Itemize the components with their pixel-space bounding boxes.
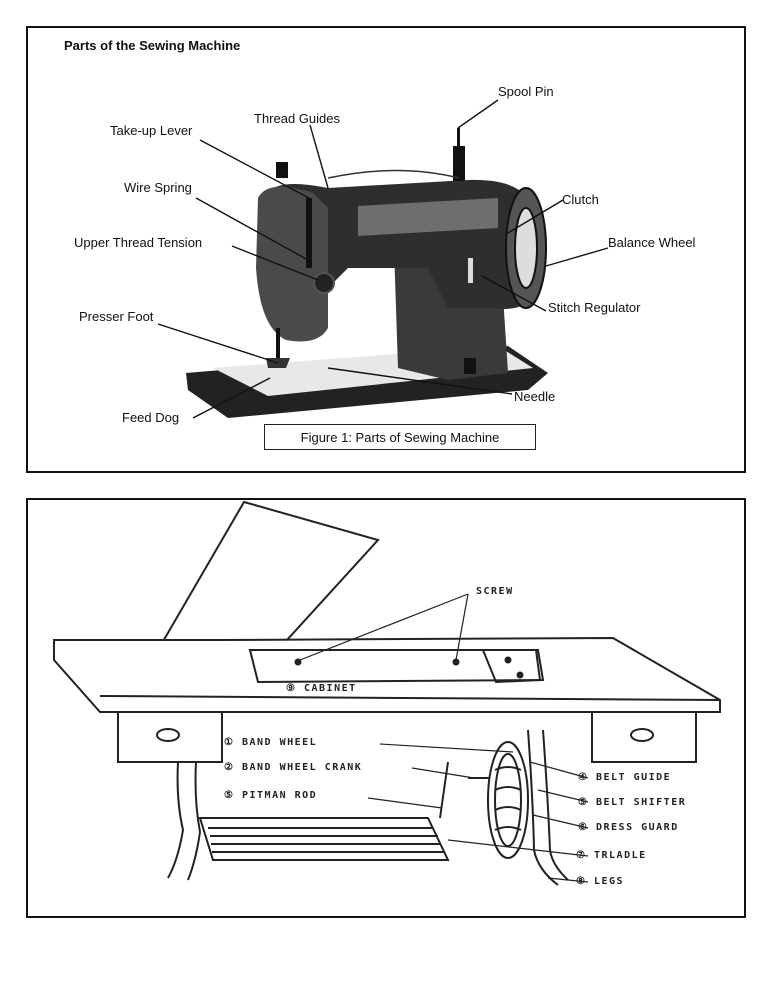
label-belt-shifter: ⑤ BELT SHIFTER xyxy=(578,797,687,808)
label-take-up-lever: Take-up Lever xyxy=(110,123,193,138)
right-leg xyxy=(527,729,559,886)
label-cabinet: ⑨ CABINET xyxy=(286,683,357,694)
cabinet-opening xyxy=(248,649,545,684)
label-band-wheel: ① BAND WHEEL xyxy=(224,737,318,748)
label-spool-pin: Spool Pin xyxy=(498,84,554,99)
spool-pin-shape xyxy=(453,146,465,181)
label-band-wheel-crank: ② BAND WHEEL CRANK xyxy=(224,762,363,773)
figure-caption: Figure 1: Parts of Sewing Machine xyxy=(264,424,536,450)
label-feed-dog: Feed Dog xyxy=(122,410,180,425)
table-top xyxy=(53,636,721,713)
label-presser-foot: Presser Foot xyxy=(79,309,154,324)
label-treadle: ⑦ TRLADLE xyxy=(576,850,647,861)
pitman-rod-shape xyxy=(439,761,449,819)
label-screw: SCREW xyxy=(476,586,514,597)
sewing-machine-figure: Parts of the Sewing Machine xyxy=(26,26,746,473)
left-leg xyxy=(167,761,185,879)
left-drawer xyxy=(117,711,223,763)
machine-head xyxy=(256,186,328,342)
label-pitman-rod: ⑤ PITMAN ROD xyxy=(224,790,318,801)
right-drawer xyxy=(591,711,697,763)
label-upper-thread-tension: Upper Thread Tension xyxy=(74,235,203,250)
label-needle: Needle xyxy=(514,389,556,404)
label-legs: ⑧ LEGS xyxy=(576,876,625,887)
label-wire-spring: Wire Spring xyxy=(124,180,192,195)
label-clutch: Clutch xyxy=(562,192,599,207)
stand-illustration xyxy=(53,500,721,886)
treadle-shape xyxy=(198,817,450,861)
sewing-machine-illustration xyxy=(157,99,609,419)
label-dress-guard: ⑥ DRESS GUARD xyxy=(578,822,679,833)
leader-lines xyxy=(157,99,609,419)
label-belt-guide: ④ BELT GUIDE xyxy=(578,772,672,783)
label-balance-wheel: Balance Wheel xyxy=(608,235,696,250)
label-stitch-regulator: Stitch Regulator xyxy=(548,300,641,315)
label-thread-guides: Thread Guides xyxy=(254,111,340,126)
sewing-machine-stand-figure: SCREW ⑨ CABINET ① BAND WHEEL ② BAND WHEE… xyxy=(26,498,746,918)
stand-leader-lines xyxy=(299,593,589,883)
figure-title: Parts of the Sewing Machine xyxy=(64,38,241,53)
